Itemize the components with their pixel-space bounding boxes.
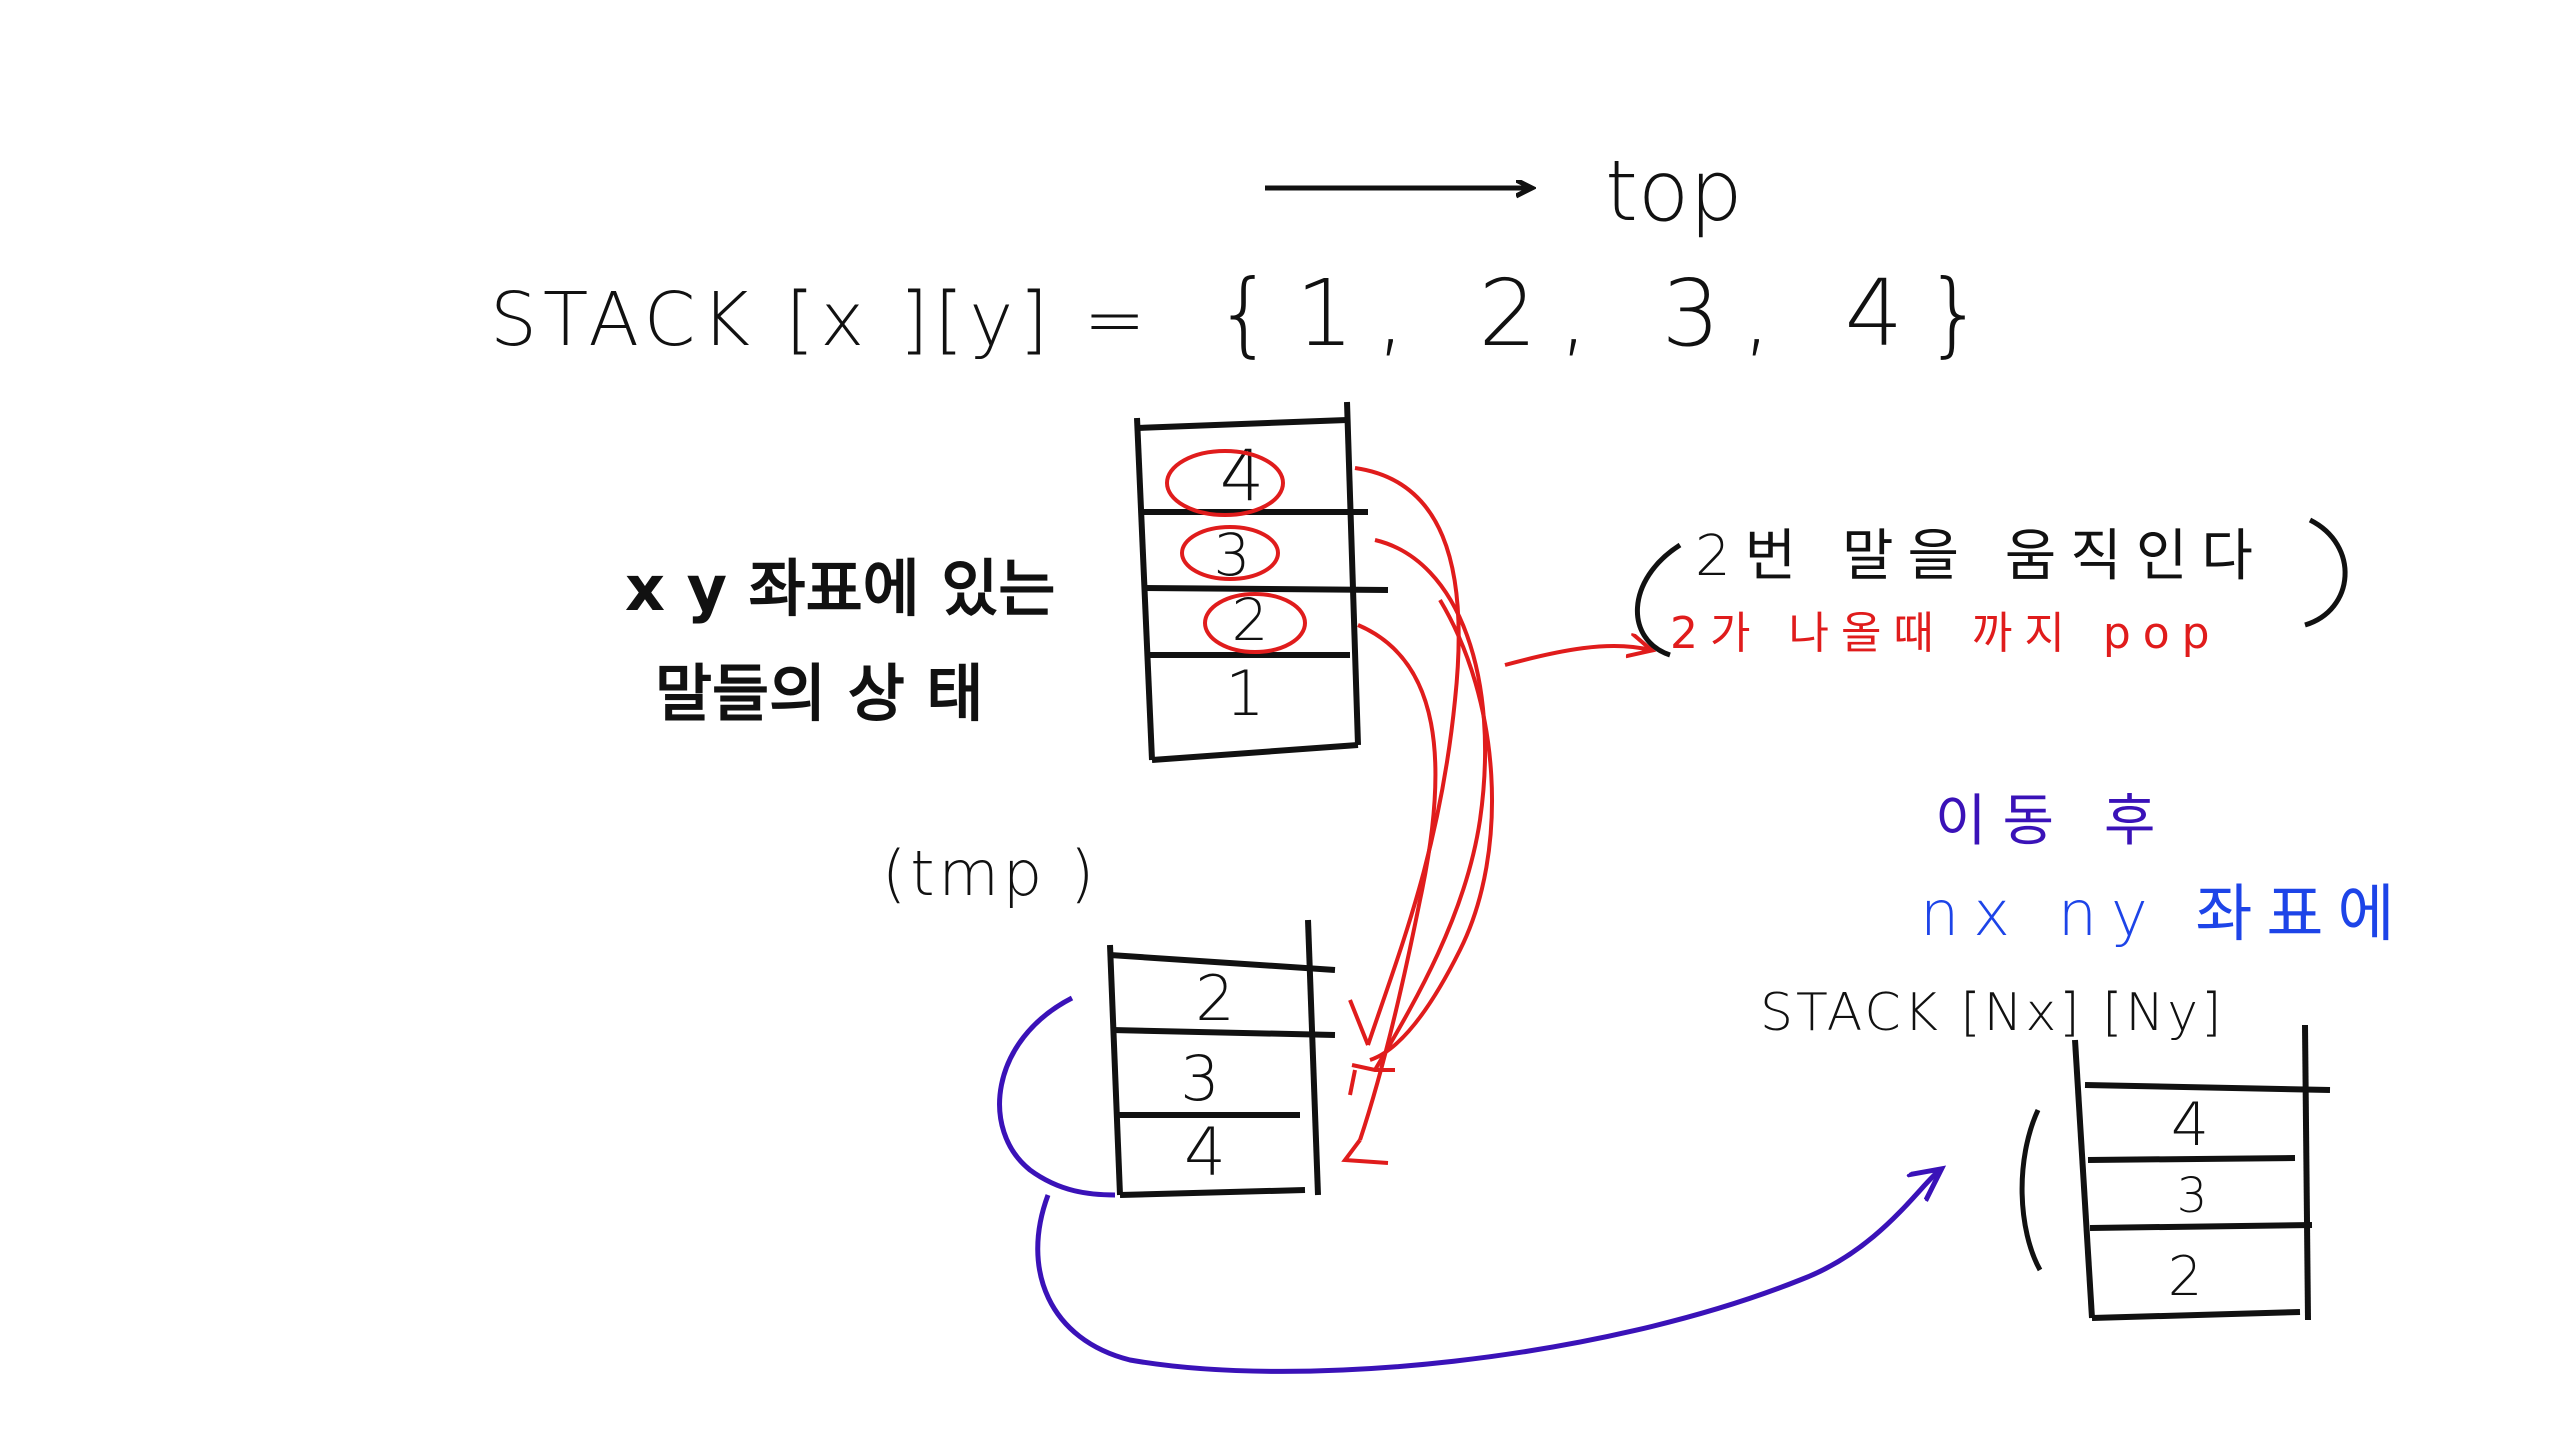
after-move-line2: nx ny 좌표에 (1920, 877, 2409, 950)
dest-stack-bottom (2091, 1309, 2301, 1321)
move-arrow-curve (1035, 1170, 1940, 1374)
dest-stack-cell-3: 2 (2168, 1245, 2202, 1308)
move-arrow-hook (997, 995, 1116, 1198)
pop-transfer-curves (1341, 466, 1494, 1165)
main-stack-divider-2 (1142, 585, 1389, 593)
pop-tick-3 (1348, 1069, 1357, 1096)
main-stack-bottom (1151, 742, 1359, 763)
tmp-stack-cell-2: 3 (1180, 1042, 1219, 1115)
note-line2: 2가 나올때 까지 pop (1670, 608, 2222, 659)
dest-stack-paren (2019, 1108, 2043, 1272)
state-caption-line2: 말들의 상 태 (655, 657, 983, 730)
top-indicator: top (1265, 142, 1743, 240)
note-right-paren (2304, 517, 2348, 628)
tmp-stack-cell-3: 4 (1184, 1114, 1226, 1191)
main-stack-top (1136, 417, 1348, 431)
dest-stack-right-wall (2302, 1024, 2311, 1321)
dest-stack-divider-1 (2087, 1155, 2296, 1163)
tmp-stack (1107, 919, 1336, 1198)
note: 2번 말을 움직인다 2가 나올때 까지 pop (1635, 517, 2348, 659)
pop-circle-2 (1203, 592, 1307, 654)
note-left-paren (1635, 542, 1682, 658)
after-move-stack-label: STACK [Nx] [Ny] (1760, 983, 2224, 1043)
main-stack-right-wall (1344, 401, 1361, 746)
note-arrow (1504, 646, 1650, 667)
dest-stack-values: 4 3 2 (2168, 1090, 2209, 1308)
after-move-line1: 이동 후 (1935, 789, 2171, 854)
pop-circle-3 (1180, 525, 1280, 581)
pop-circle-4 (1165, 449, 1285, 517)
main-stack-values: 4 3 2 1 (1214, 435, 1269, 730)
tmp-stack-right-wall (1305, 919, 1321, 1196)
dest-stack-top (2084, 1082, 2331, 1093)
tmp-stack-cell-1: 2 (1195, 962, 1234, 1035)
stack-decl-values: {1, 2, 3, 4} (1215, 260, 2006, 367)
tmp-stack-divider-1 (1111, 1027, 1336, 1038)
pop-curve-4 (1354, 466, 1461, 1046)
dest-stack-left-wall (2072, 1039, 2095, 1319)
pop-curve-extra (1369, 598, 1494, 1062)
note-line1: 2번 말을 움직인다 (1695, 524, 2267, 589)
dest-stack-cell-1: 4 (2171, 1090, 2209, 1160)
stack-decl-prefix: STACK [x ][y] = (490, 277, 1152, 363)
state-caption: x y 좌표에 있는 말들의 상 태 (625, 552, 1055, 730)
state-caption-line1: x y 좌표에 있는 (625, 552, 1055, 625)
dest-stack-cell-2: 3 (2177, 1168, 2208, 1224)
tmp-stack-top (1109, 952, 1336, 973)
main-stack-cell-4: 1 (1225, 657, 1264, 730)
tmp-stack-left-wall (1107, 944, 1123, 1196)
pop-tick-1 (1348, 999, 1370, 1046)
pop-tick-4 (1341, 1138, 1389, 1165)
dest-stack-divider-2 (2089, 1222, 2313, 1231)
pop-curve-3 (1373, 538, 1488, 1072)
top-label: top (1605, 142, 1743, 240)
pop-tick-2 (1351, 1063, 1395, 1072)
move-arrow (997, 995, 1940, 1374)
dest-stack (2019, 1024, 2331, 1321)
after-move-caption: 이동 후 nx ny 좌표에 STACK [Nx] [Ny] (1760, 789, 2409, 1043)
stack-declaration: STACK [x ][y] = {1, 2, 3, 4} (490, 260, 2006, 367)
tmp-label: (tmp ) (882, 837, 1098, 910)
main-stack-cell-1: 4 (1220, 435, 1265, 517)
pop-circles (1165, 449, 1307, 654)
tmp-stack-values: 2 3 4 (1180, 962, 1234, 1191)
pop-curve-2 (1357, 623, 1438, 1141)
tmp-stack-bottom (1119, 1187, 1306, 1198)
